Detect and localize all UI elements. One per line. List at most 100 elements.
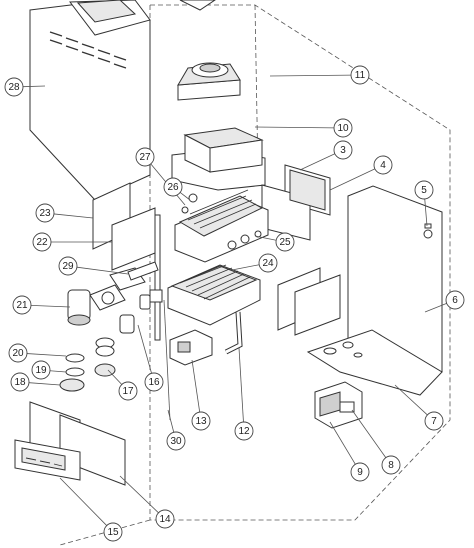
callout-25: 25 [275, 232, 295, 252]
leader-line-8 [351, 409, 387, 458]
callout-circle [103, 522, 123, 542]
callout-number: 26 [167, 182, 179, 193]
callout-24: 24 [258, 253, 278, 273]
fittings [94, 294, 151, 377]
callout-number: 6 [452, 295, 458, 306]
callout-14: 14 [155, 509, 175, 529]
leader-line-24 [231, 264, 260, 271]
callout-12: 12 [234, 421, 254, 441]
callout-circle [135, 147, 155, 167]
callout-20: 20 [8, 343, 28, 363]
callout-29: 29 [58, 256, 78, 276]
leader-line-25 [254, 235, 277, 241]
callout-22: 22 [32, 232, 52, 252]
insulation-panels-right [261, 164, 331, 241]
callout-21: 21 [12, 295, 32, 315]
callout-6: 6 [445, 290, 465, 310]
callout-number: 17 [122, 386, 134, 397]
callout-number: 22 [36, 237, 48, 248]
leader-line-28 [22, 85, 46, 88]
housing-outline [59, 4, 451, 546]
callout-number: 28 [8, 82, 20, 93]
callout-circle [35, 203, 55, 223]
callout-27: 27 [135, 147, 155, 167]
callout-19: 19 [31, 360, 51, 380]
callout-number: 5 [421, 185, 427, 196]
control-display-panel [14, 439, 81, 481]
leader-line-29 [76, 266, 129, 275]
callout-number: 30 [170, 436, 182, 447]
callout-circle [31, 360, 51, 380]
callout-number: 7 [431, 416, 437, 427]
leader-line-3 [299, 153, 336, 171]
leader-line-17 [107, 369, 123, 385]
callout-number: 19 [35, 365, 47, 376]
leader-line-21 [30, 304, 71, 308]
heat-exchanger [154, 189, 269, 341]
leader-line-12 [238, 347, 244, 423]
callout-circle [191, 411, 211, 431]
callout-30: 30 [166, 431, 186, 451]
callout-circle [414, 180, 434, 200]
callout-number: 4 [380, 160, 386, 171]
callout-number: 18 [14, 377, 26, 388]
leader-line-9 [329, 421, 356, 465]
callout-13: 13 [191, 411, 211, 431]
callout-number: 8 [388, 460, 394, 471]
leader-line-30 [167, 409, 175, 433]
leader-line-18 [28, 382, 61, 386]
leader-line-13 [191, 359, 201, 413]
callout-5: 5 [414, 180, 434, 200]
washers-and-caps [59, 353, 85, 392]
insulation-panels-left [92, 182, 156, 271]
callout-circle [373, 155, 393, 175]
callout-28: 28 [4, 77, 24, 97]
callout-circle [166, 431, 186, 451]
callout-circle [155, 509, 175, 529]
callout-number: 15 [107, 527, 119, 538]
callout-number: 16 [148, 377, 160, 388]
callout-layer: 28 11 10 27 3 4 5 26 23 25 22 29 24 6 21 20 19 18 17 16 13 12… [4, 65, 465, 542]
callout-circle [381, 455, 401, 475]
rear-panel-and-base [306, 185, 443, 396]
leader-line-7 [394, 384, 428, 416]
callout-circle [424, 411, 444, 431]
callout-number: 9 [357, 467, 363, 478]
leader-line-11 [269, 74, 352, 77]
callout-16: 16 [144, 372, 164, 392]
callout-number: 25 [279, 237, 291, 248]
callout-26: 26 [163, 177, 183, 197]
callout-circle [350, 65, 370, 85]
callout-number: 14 [159, 514, 171, 525]
burner-assembly [149, 264, 261, 326]
leader-line-20 [26, 353, 67, 357]
callout-number: 20 [12, 348, 24, 359]
callout-circle [333, 140, 353, 160]
leader-line-19 [49, 370, 67, 373]
callout-circle [12, 295, 32, 315]
leader-lines [22, 74, 447, 526]
callout-number: 23 [39, 208, 51, 219]
combustion-chamber [171, 127, 266, 191]
callout-number: 29 [62, 261, 74, 272]
callout-number: 3 [340, 145, 346, 156]
leader-line-4 [329, 168, 376, 191]
callout-circle [445, 290, 465, 310]
callout-11: 11 [350, 65, 370, 85]
gas-pipe [224, 311, 243, 355]
callout-circle [10, 372, 30, 392]
callout-4: 4 [373, 155, 393, 175]
callout-circle [4, 77, 24, 97]
leader-line-26 [179, 192, 191, 201]
leader-line-15 [59, 477, 107, 526]
callout-15: 15 [103, 522, 123, 542]
callout-10: 10 [333, 118, 353, 138]
callout-circle [118, 381, 138, 401]
leader-line-10 [254, 126, 335, 129]
leader-line-23 [53, 213, 94, 219]
sensor-29 [127, 261, 159, 281]
callout-circle [58, 256, 78, 276]
callout-3: 3 [333, 140, 353, 160]
callout-23: 23 [35, 203, 55, 223]
